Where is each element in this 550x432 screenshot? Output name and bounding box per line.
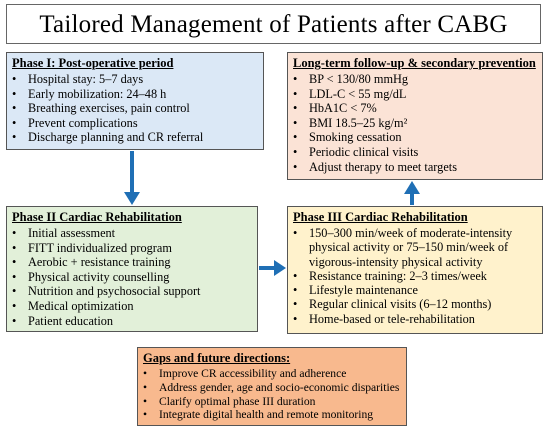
bullet-icon: •: [12, 72, 17, 86]
list-item: •Home-based or tele-rehabilitation: [293, 311, 475, 326]
phase1-box: Phase I: Post-operative period •Hospital…: [6, 52, 264, 150]
list-item: •150–300 min/week of moderate-intensity …: [293, 226, 513, 269]
longterm-heading: Long-term follow-up & secondary preventi…: [293, 56, 536, 70]
bullet-icon: •: [143, 380, 148, 394]
diagram-title: Tailored Management of Patients after CA…: [39, 10, 508, 38]
phase2-box: Phase II Cardiac Rehabilitation •Initial…: [6, 206, 258, 332]
bullet-icon: •: [143, 408, 148, 422]
bullet-icon: •: [12, 115, 17, 130]
bullet-icon: •: [12, 298, 17, 313]
list-item: •Improve CR accessibility and adherence: [143, 367, 347, 380]
list-item: •Smoking cessation: [293, 130, 402, 145]
gaps-box: Gaps and future directions: •Improve CR …: [137, 347, 407, 426]
list-item: •Address gender, age and socio-economic …: [143, 380, 400, 394]
list-item: •Periodic clinical visits: [293, 144, 419, 159]
arrow-right-icon: [259, 260, 286, 276]
arrow-down-icon: [124, 151, 140, 205]
list-item: •Nutrition and psychosocial support: [12, 284, 201, 299]
phase3-box: Phase III Cardiac Rehabilitation •150–30…: [287, 206, 543, 334]
list-item: •Initial assessment: [12, 226, 116, 240]
bullet-icon: •: [293, 144, 298, 159]
bullet-icon: •: [293, 101, 298, 116]
bullet-icon: •: [12, 284, 17, 299]
bullet-icon: •: [12, 255, 17, 270]
arrow-up-icon: [404, 181, 420, 205]
list-item: •FITT individualized program: [12, 240, 172, 255]
bullet-icon: •: [143, 367, 148, 380]
gaps-heading: Gaps and future directions:: [143, 351, 291, 365]
bullet-icon: •: [293, 226, 298, 240]
bullet-icon: •: [12, 101, 17, 116]
phase3-heading: Phase III Cardiac Rehabilitation: [293, 210, 468, 224]
bullet-icon: •: [293, 283, 298, 298]
list-item: •Breathing exercises, pain control: [12, 101, 190, 116]
bullet-icon: •: [143, 394, 148, 408]
phase1-list: •Hospital stay: 5–7 days •Early mobiliza…: [12, 72, 258, 145]
list-item: •Medical optimization: [12, 298, 134, 313]
bullet-icon: •: [12, 313, 17, 328]
bullet-icon: •: [293, 72, 298, 86]
list-item: •Discharge planning and CR referral: [12, 130, 204, 145]
list-item: •Physical activity counselling: [12, 269, 170, 284]
phase1-heading: Phase I: Post-operative period: [12, 56, 174, 70]
bullet-icon: •: [293, 130, 298, 145]
bullet-icon: •: [293, 159, 298, 174]
bullet-icon: •: [12, 130, 17, 145]
bullet-icon: •: [293, 86, 298, 101]
list-item: •Patient education: [12, 313, 114, 328]
list-item: •BP < 130/80 mmHg: [293, 72, 409, 86]
diagram-title-box: Tailored Management of Patients after CA…: [6, 4, 541, 44]
phase3-list: •150–300 min/week of moderate-intensity …: [293, 226, 537, 326]
list-item: •Integrate digital health and remote mon…: [143, 408, 374, 422]
bullet-icon: •: [293, 311, 298, 326]
bullet-icon: •: [293, 115, 298, 130]
list-item: •HbA1C < 7%: [293, 101, 377, 116]
bullet-icon: •: [12, 226, 17, 240]
bullet-icon: •: [12, 269, 17, 284]
list-item: •BMI 18.5–25 kg/m²: [293, 115, 408, 130]
bullet-icon: •: [293, 268, 298, 283]
list-item: •Lifestyle maintenance: [293, 283, 418, 298]
list-item: •LDL-C < 55 mg/dL: [293, 86, 407, 101]
list-item: •Aerobic + resistance training: [12, 255, 171, 270]
list-item: •Resistance training: 2–3 times/week: [293, 268, 487, 283]
list-item: •Adjust therapy to meet targets: [293, 159, 457, 174]
list-item: •Prevent complications: [12, 115, 138, 130]
phase2-heading: Phase II Cardiac Rehabilitation: [12, 210, 182, 224]
list-item: •Clarify optimal phase III duration: [143, 394, 316, 408]
bullet-icon: •: [293, 297, 298, 312]
longterm-list: •BP < 130/80 mmHg •LDL-C < 55 mg/dL •HbA…: [293, 72, 537, 174]
list-item: •Regular clinical visits (6–12 months): [293, 297, 492, 312]
phase2-list: •Initial assessment •FITT individualized…: [12, 226, 252, 328]
bullet-icon: •: [12, 86, 17, 101]
longterm-box: Long-term follow-up & secondary preventi…: [287, 52, 543, 180]
bullet-icon: •: [12, 240, 17, 255]
list-item: •Hospital stay: 5–7 days: [12, 72, 144, 86]
list-item: •Early mobilization: 24–48 h: [12, 86, 167, 101]
gaps-list: •Improve CR accessibility and adherence …: [143, 367, 401, 422]
